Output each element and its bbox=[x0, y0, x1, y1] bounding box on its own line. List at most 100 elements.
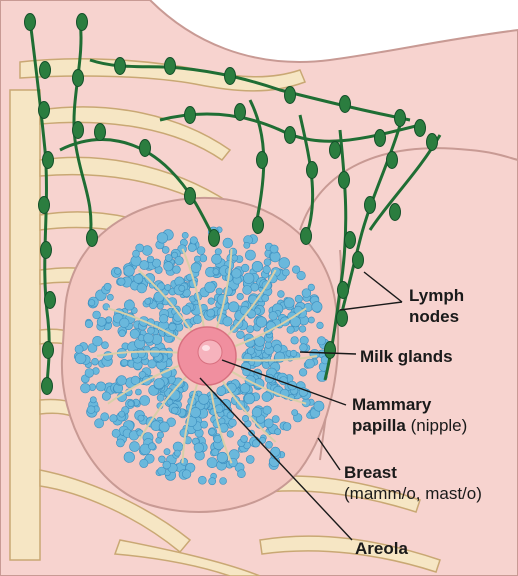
gland-lobule bbox=[256, 317, 267, 328]
label-mammary-papilla-line2: papilla bbox=[352, 416, 406, 435]
lymph-node bbox=[285, 127, 296, 144]
gland-lobule bbox=[214, 435, 222, 443]
gland-lobule bbox=[269, 312, 278, 321]
lymph-node bbox=[285, 87, 296, 104]
gland-lobule bbox=[157, 303, 163, 309]
gland-lobule bbox=[130, 329, 139, 338]
gland-lobule bbox=[137, 283, 147, 293]
gland-lobule bbox=[300, 336, 308, 344]
gland-lobule bbox=[90, 397, 96, 403]
lymph-node bbox=[115, 58, 126, 75]
gland-lobule bbox=[107, 294, 113, 300]
gland-lobule bbox=[217, 387, 226, 396]
lymph-node bbox=[415, 120, 426, 137]
gland-lobule bbox=[312, 302, 322, 312]
gland-lobule bbox=[242, 415, 248, 421]
gland-lobule bbox=[188, 243, 196, 251]
lymph-node bbox=[41, 242, 52, 259]
gland-lobule bbox=[194, 256, 200, 262]
lymph-node bbox=[225, 68, 236, 85]
gland-lobule bbox=[237, 331, 245, 339]
gland-lobule bbox=[279, 258, 290, 269]
lymph-node bbox=[39, 102, 50, 119]
lymph-node bbox=[338, 282, 349, 299]
gland-lobule bbox=[85, 320, 93, 328]
gland-lobule bbox=[241, 435, 248, 442]
gland-lobule bbox=[75, 353, 86, 364]
gland-lobule bbox=[220, 478, 227, 485]
gland-lobule bbox=[147, 256, 154, 263]
lymph-node bbox=[339, 172, 350, 189]
gland-lobule bbox=[118, 278, 126, 286]
lymph-node bbox=[45, 292, 56, 309]
gland-lobule bbox=[102, 342, 109, 349]
lymph-node bbox=[43, 152, 54, 169]
gland-lobule bbox=[262, 295, 269, 302]
gland-lobule bbox=[182, 470, 191, 479]
gland-lobule bbox=[292, 266, 300, 274]
gland-lobule bbox=[278, 291, 285, 298]
gland-lobule bbox=[252, 261, 263, 272]
gland-lobule bbox=[182, 232, 188, 238]
gland-lobule bbox=[104, 283, 111, 290]
lymph-node bbox=[87, 230, 98, 247]
gland-lobule bbox=[270, 245, 278, 253]
gland-lobule bbox=[308, 317, 314, 323]
gland-lobule bbox=[110, 415, 117, 422]
gland-lobule bbox=[148, 443, 155, 450]
gland-lobule bbox=[215, 405, 223, 413]
lymph-node bbox=[25, 14, 36, 31]
gland-lobule bbox=[117, 376, 127, 386]
gland-lobule bbox=[290, 350, 297, 357]
gland-lobule bbox=[317, 337, 325, 345]
gland-lobule bbox=[247, 326, 254, 333]
label-areola: Areola bbox=[355, 538, 408, 559]
lymph-node bbox=[43, 342, 54, 359]
gland-lobule bbox=[162, 246, 169, 253]
gland-lobule bbox=[112, 429, 120, 437]
gland-lobule bbox=[237, 470, 245, 478]
gland-lobule bbox=[165, 254, 172, 261]
gland-lobule bbox=[157, 233, 168, 244]
lymph-node bbox=[40, 62, 51, 79]
gland-lobule bbox=[317, 322, 324, 329]
gland-lobule bbox=[246, 455, 254, 463]
gland-lobule bbox=[131, 376, 140, 385]
gland-lobule bbox=[314, 401, 324, 411]
gland-lobule bbox=[223, 238, 233, 248]
gland-lobule bbox=[124, 300, 134, 310]
gland-lobule bbox=[124, 452, 135, 463]
gland-lobule bbox=[213, 269, 219, 275]
gland-lobule bbox=[154, 379, 164, 389]
gland-lobule bbox=[244, 393, 255, 404]
gland-lobule bbox=[157, 394, 164, 401]
gland-lobule bbox=[97, 317, 106, 326]
gland-lobule bbox=[159, 314, 168, 323]
lymph-node bbox=[337, 310, 348, 327]
gland-lobule bbox=[205, 282, 216, 293]
gland-lobule bbox=[209, 428, 216, 435]
gland-lobule bbox=[85, 369, 94, 378]
gland-lobule bbox=[201, 421, 208, 428]
gland-lobule bbox=[191, 263, 201, 273]
gland-lobule bbox=[134, 274, 143, 283]
gland-lobule bbox=[95, 419, 104, 428]
gland-lobule bbox=[244, 242, 250, 248]
gland-lobule bbox=[287, 326, 294, 333]
gland-lobule bbox=[157, 432, 163, 438]
lymph-node bbox=[209, 230, 220, 247]
gland-lobule bbox=[104, 351, 113, 360]
gland-lobule bbox=[140, 396, 150, 406]
gland-lobule bbox=[304, 303, 312, 311]
gland-lobule bbox=[229, 419, 237, 427]
lymph-node bbox=[390, 204, 401, 221]
lymph-node bbox=[307, 162, 318, 179]
lymph-node bbox=[185, 107, 196, 124]
gland-lobule bbox=[169, 323, 177, 331]
gland-lobule bbox=[173, 266, 181, 274]
gland-lobule bbox=[197, 247, 205, 255]
lymph-node bbox=[345, 232, 356, 249]
gland-lobule bbox=[245, 250, 255, 260]
gland-lobule bbox=[164, 262, 173, 271]
gland-lobule bbox=[212, 254, 222, 264]
